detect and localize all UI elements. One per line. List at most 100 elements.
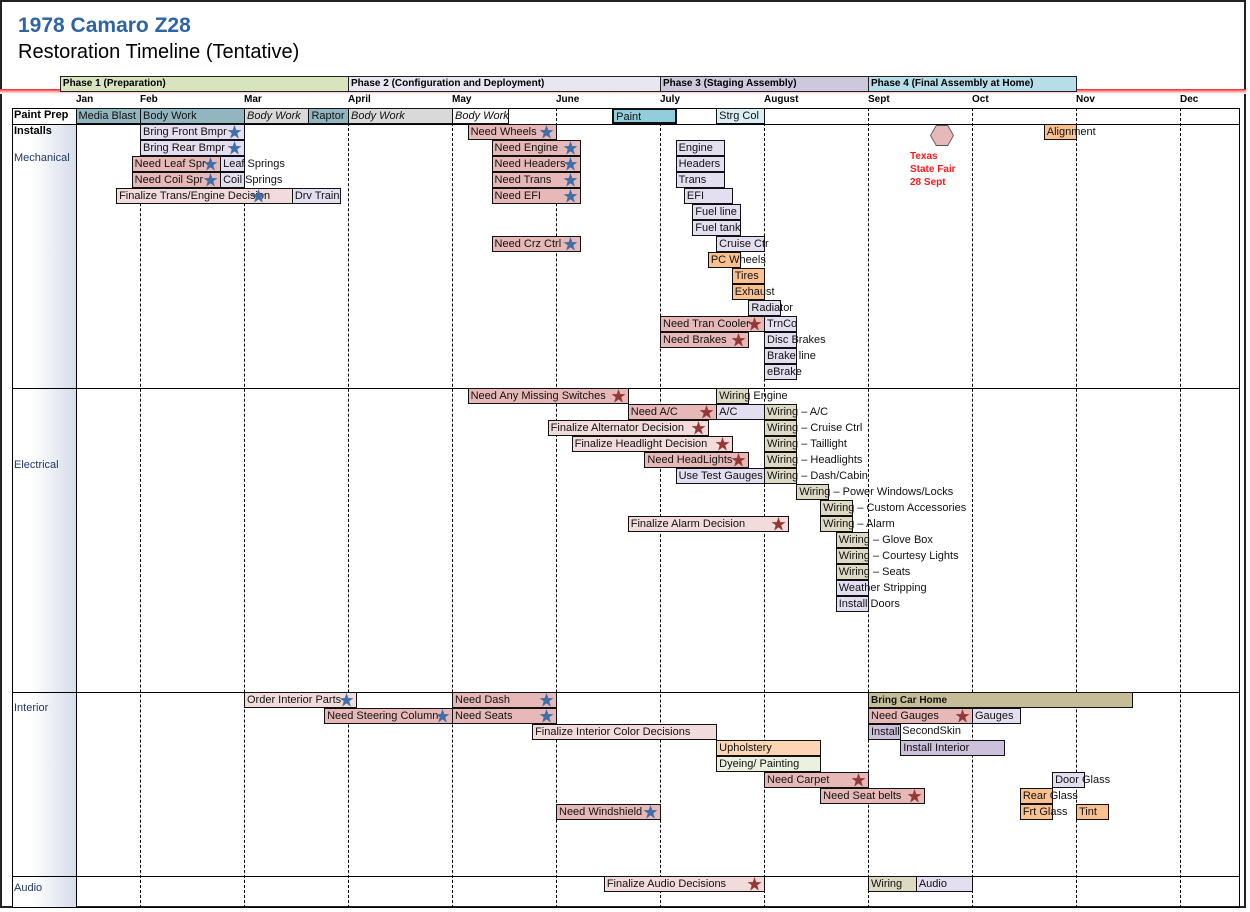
task-bar[interactable]: Frt Glass (1019, 804, 1067, 820)
task-bar[interactable]: Tint (1076, 804, 1110, 820)
task-bar[interactable]: Rear Glass (1019, 788, 1078, 804)
task-bar[interactable]: Use Test Gauges (675, 468, 765, 484)
task-bar[interactable]: Audio (915, 876, 973, 892)
task-bar[interactable]: Finalize Alarm Decision (627, 516, 789, 532)
task-label: Coil Springs (223, 174, 283, 186)
task-bar[interactable]: Paint (612, 108, 677, 124)
task-bar[interactable]: Fuel tank (692, 220, 742, 236)
task-bar[interactable]: Wiring – Cruise Ctrl (764, 420, 862, 436)
task-bar[interactable]: Need Carpet (764, 772, 869, 788)
task-bar[interactable]: Need Steering Column (324, 708, 453, 724)
task-bar[interactable]: eBrake (764, 364, 802, 380)
task-bar[interactable]: Strg Col (716, 108, 765, 124)
task-bar[interactable]: Engine (675, 140, 726, 156)
task-bar[interactable]: Wiring – Power Windows/Locks (796, 484, 953, 500)
task-bar[interactable]: Need Gauges (868, 708, 973, 724)
task-bar[interactable]: Need Leaf Spr (131, 156, 222, 172)
task-bar[interactable]: Need Trans (491, 172, 581, 188)
task-bar[interactable]: Order Interior Parts (244, 692, 358, 708)
task-bar[interactable]: Wiring – Dash/Cabin (764, 468, 868, 484)
task-bar[interactable]: Need Any Missing Switches (467, 388, 629, 404)
task-bar[interactable]: Body Work (140, 108, 245, 124)
task-bar[interactable]: Dyeing/ Painting (716, 756, 822, 772)
task-bar[interactable]: Need Crz Ctrl (491, 236, 581, 252)
task-label: Body Work (143, 110, 197, 122)
task-bar[interactable]: Need Engine (491, 140, 581, 156)
task-bar[interactable]: Trans (675, 172, 726, 188)
task-bar[interactable]: Need EFI (491, 188, 581, 204)
task-bar[interactable]: Need Seats (452, 708, 557, 724)
task-bar[interactable]: Need Brakes (660, 332, 750, 348)
row-divider (12, 124, 1240, 125)
task-bar[interactable]: Finalize Trans/Engine Decision (116, 188, 293, 204)
task-bar[interactable]: Need HeadLights (644, 452, 750, 468)
task-bar[interactable]: Tires (731, 268, 765, 284)
task-bar[interactable]: PC Wheels (707, 252, 766, 268)
task-bar[interactable]: Door Glass (1052, 772, 1110, 788)
task-bar[interactable]: EFI (683, 188, 733, 204)
task-bar[interactable]: Need Seat belts (820, 788, 926, 804)
star-icon (691, 421, 706, 435)
task-bar[interactable]: Wiring – Courtesy Lights (835, 548, 959, 564)
task-bar[interactable]: Need Wheels (467, 124, 557, 140)
task-bar[interactable]: Need Tran Cooler (660, 316, 765, 332)
task-bar[interactable]: Wiring Engine (716, 388, 788, 404)
task-bar[interactable]: Finalize Interior Color Decisions (532, 724, 718, 740)
month-label: Jan (76, 94, 94, 105)
task-bar[interactable]: Bring Front Bmpr (140, 124, 245, 140)
month-label: June (556, 94, 580, 105)
task-bar[interactable]: Exhaust (731, 284, 775, 300)
task-bar[interactable]: Body Work (348, 108, 453, 124)
task-bar[interactable]: Wiring – Custom Accessories (820, 500, 966, 516)
task-bar[interactable]: Install (868, 724, 902, 740)
task-bar[interactable]: Finalize Audio Decisions (603, 876, 765, 892)
task-bar[interactable]: Wiring – Headlights (764, 452, 862, 468)
task-bar[interactable]: Coil Springs (220, 172, 282, 188)
task-bar[interactable]: SecondSkin (900, 724, 964, 740)
task-bar[interactable]: Disc Brakes (764, 332, 826, 348)
task-bar[interactable]: A/C (716, 404, 765, 420)
task-bar[interactable]: Finalize Alternator Decision (547, 420, 709, 436)
task-bar[interactable]: Leaf Springs (220, 156, 285, 172)
task-bar[interactable]: Install Doors (835, 596, 900, 612)
task-bar[interactable]: Wiring – Alarm (820, 516, 895, 532)
month-label: Sept (868, 94, 890, 105)
task-bar[interactable]: Radiator (748, 300, 793, 316)
task-bar[interactable]: Finalize Headlight Decision (571, 436, 733, 452)
task-label: Finalize Interior Color Decisions (535, 726, 691, 738)
task-label: A/C (719, 406, 738, 418)
task-bar[interactable]: Alignment (1043, 124, 1096, 140)
task-label: Install (871, 726, 900, 738)
task-bar[interactable]: Brake line (764, 348, 816, 364)
task-bar[interactable]: TrnCo (764, 316, 798, 332)
task-bar[interactable]: Cruise Ctr (716, 236, 769, 252)
task-bar[interactable]: Need A/C (627, 404, 718, 420)
task-bar[interactable]: Body Work (452, 108, 510, 124)
task-bar[interactable]: Body Work (244, 108, 310, 124)
task-bar[interactable]: Upholstery (716, 740, 822, 756)
task-bar[interactable]: Wiring – Glove Box (835, 532, 933, 548)
task-bar[interactable]: Media Blast (75, 108, 141, 124)
task-label: Wiring – Taillight (767, 438, 847, 450)
task-label: Need Engine (494, 142, 559, 154)
task-label: Trans (678, 174, 707, 186)
task-bar[interactable]: Need Dash (452, 692, 557, 708)
task-bar[interactable]: Headers (675, 156, 726, 172)
task-bar[interactable]: Drv Train (291, 188, 341, 204)
task-bar[interactable]: Wiring – Taillight (764, 436, 847, 452)
task-bar[interactable]: Weather Stripping (835, 580, 927, 596)
star-icon (339, 693, 354, 707)
task-bar[interactable]: Bring Car Home (868, 692, 1134, 708)
task-bar[interactable]: Need Windshield (556, 804, 661, 820)
task-bar[interactable]: Raptor (308, 108, 349, 124)
task-bar[interactable]: Need Coil Spr (131, 172, 222, 188)
task-bar[interactable]: Bring Rear Bmpr (140, 140, 245, 156)
task-bar[interactable]: Wiring (868, 876, 917, 892)
task-bar[interactable]: Need Headers (491, 156, 581, 172)
task-bar[interactable]: Install Interior (900, 740, 1006, 756)
task-bar[interactable]: Wiring – Seats (835, 564, 910, 580)
task-bar[interactable]: Wiring – A/C (764, 404, 828, 420)
task-bar[interactable]: Gauges (972, 708, 1021, 724)
task-bar[interactable]: Fuel line (692, 204, 742, 220)
task-label: Finalize Audio Decisions (606, 878, 727, 890)
